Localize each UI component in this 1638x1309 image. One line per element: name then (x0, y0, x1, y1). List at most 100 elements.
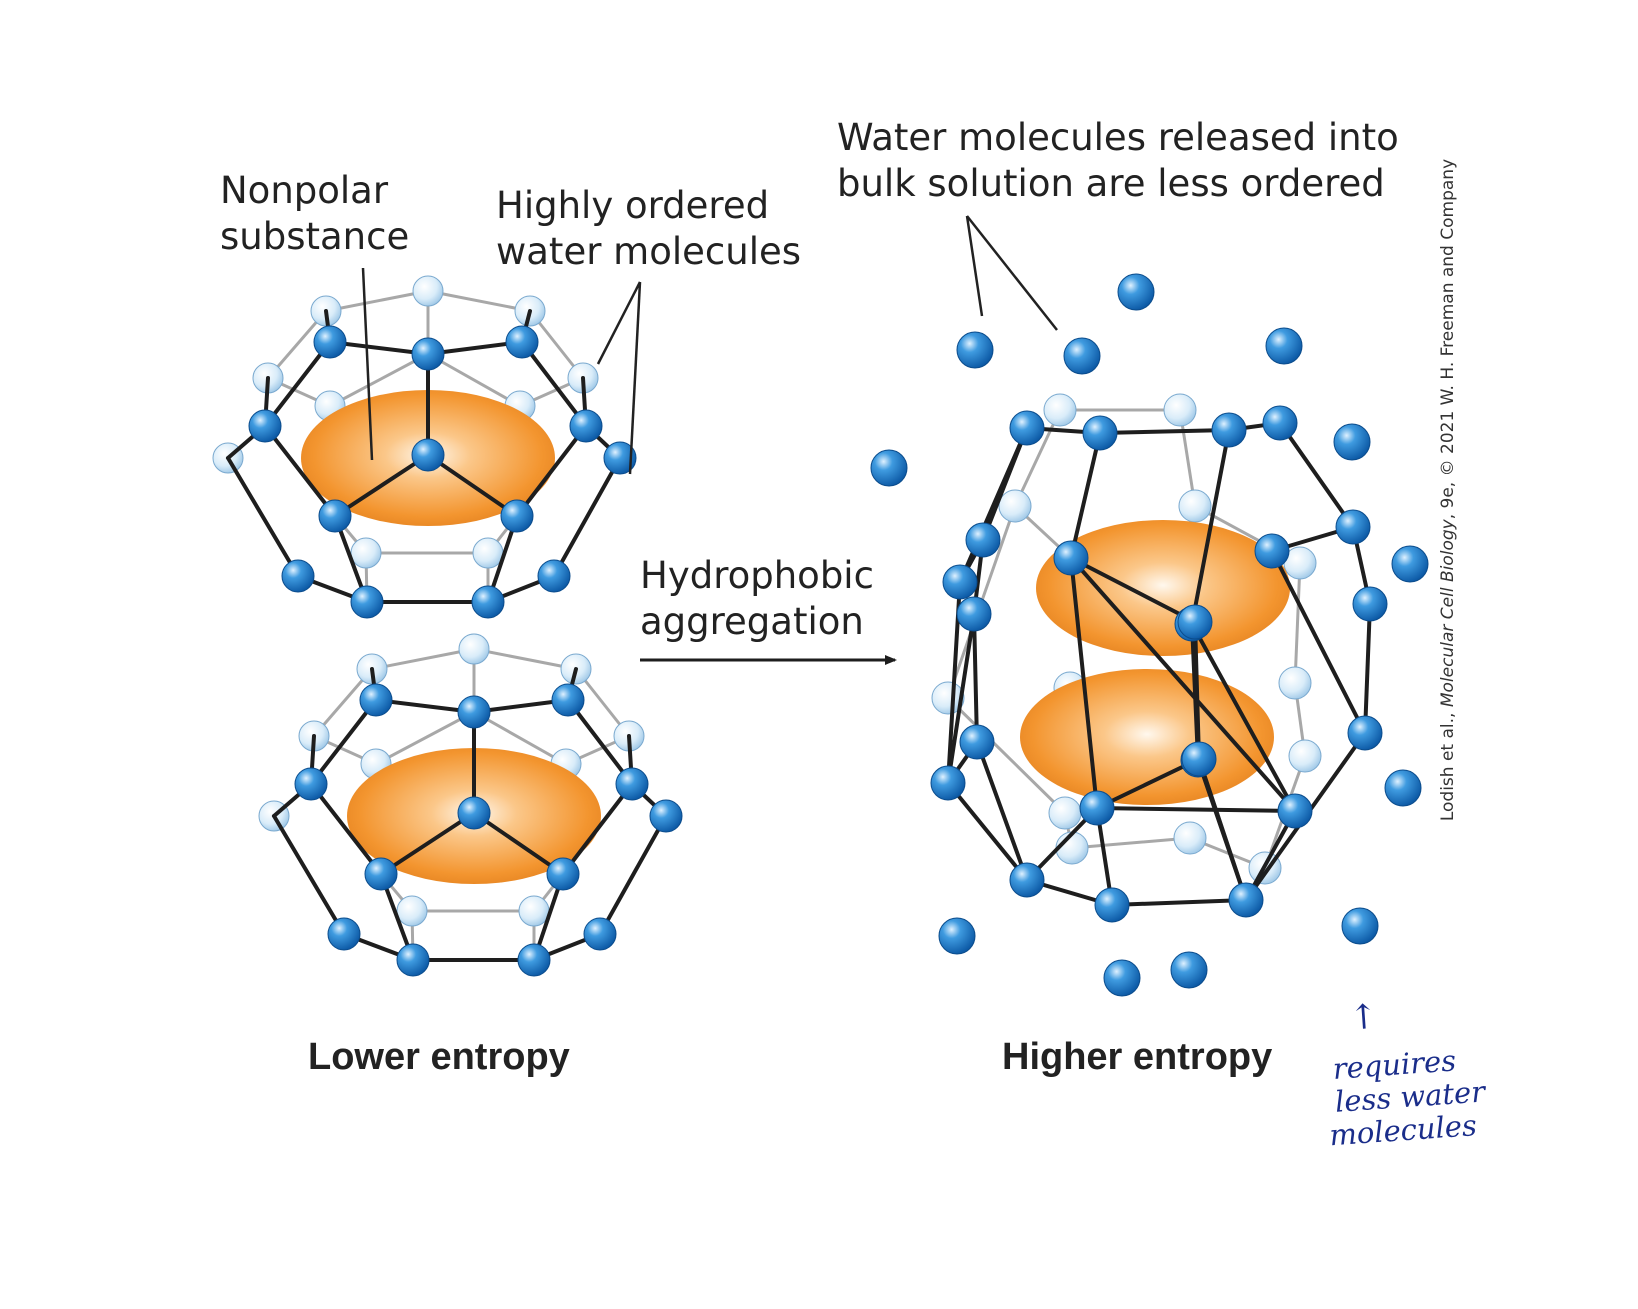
water-molecule (1082, 415, 1118, 451)
free-water-molecule (870, 449, 908, 487)
label-nonpolar-substance: Nonpolar substance (220, 168, 409, 260)
label-line: aggregation (640, 600, 864, 643)
water-molecule (1228, 882, 1264, 918)
hydrogen-bond (1069, 431, 1102, 560)
free-water-molecule (1063, 337, 1101, 375)
back-bond (1013, 408, 1062, 508)
water-molecule (551, 683, 585, 717)
water-molecule-back (412, 275, 444, 307)
water-molecule-back (1178, 489, 1212, 523)
water-molecule (1277, 793, 1313, 829)
hydrogen-bond (309, 698, 378, 786)
water-molecule (537, 559, 571, 593)
water-molecule (471, 585, 505, 619)
water-molecule (965, 522, 1001, 558)
free-water-molecule (956, 331, 994, 369)
nonpolar-substance-blob (1036, 520, 1290, 656)
free-water-molecule (1265, 327, 1303, 365)
hydrogen-bond (1190, 622, 1297, 813)
hydrogen-bond (946, 781, 1029, 882)
back-bond (426, 352, 522, 408)
hydrogen-bond (1270, 549, 1367, 735)
label-highly-ordered-water: Highly ordered water molecules (496, 183, 801, 275)
label-line: Water molecules released into (837, 116, 1399, 159)
water-molecule (1079, 790, 1115, 826)
hydrogen-bond (309, 782, 383, 876)
water-molecule (294, 767, 328, 801)
water-molecule-back (518, 895, 550, 927)
water-molecule (396, 943, 430, 977)
water-molecule (457, 796, 491, 830)
water-molecule (930, 765, 966, 801)
water-molecule (649, 799, 683, 833)
water-molecule (569, 409, 603, 443)
hydrogen-bond (515, 424, 588, 518)
water-molecule (942, 564, 978, 600)
free-water-molecule (1384, 769, 1422, 807)
hydrogen-bond (226, 456, 300, 578)
back-bond (472, 710, 568, 766)
free-water-molecule (1103, 959, 1141, 997)
hydrogen-bond (598, 814, 668, 936)
back-bond (324, 289, 430, 313)
water-molecule (1335, 509, 1371, 545)
hydrogen-bond (379, 811, 476, 876)
water-molecule-back (472, 537, 504, 569)
hydrogen-bond (1069, 556, 1099, 810)
hydrogen-bond (1197, 757, 1248, 902)
leader-line (966, 215, 1058, 331)
credit-prefix: Lodish et al., (1438, 707, 1458, 822)
hydrogen-bond (946, 612, 976, 785)
water-molecule (1094, 887, 1130, 923)
water-molecule (1211, 412, 1247, 448)
label-line: Highly ordered (496, 184, 770, 227)
water-molecule (1254, 533, 1290, 569)
water-molecule (1177, 604, 1213, 640)
back-bond (374, 710, 476, 766)
water-molecule (1352, 586, 1388, 622)
label-hydrophobic-aggregation: Hydrophobic aggregation (640, 553, 874, 645)
free-water-molecule (1170, 951, 1208, 989)
label-line: water molecules (496, 230, 802, 273)
hydrogen-bond (1069, 556, 1197, 624)
hydrogen-bond (1098, 428, 1231, 435)
water-molecule (583, 917, 617, 951)
water-molecule-back (1288, 739, 1322, 773)
water-molecule (603, 441, 637, 475)
water-molecule (359, 683, 393, 717)
back-bond (1293, 561, 1302, 685)
hydrogen-bond (1193, 620, 1201, 761)
credit-title: Molecular Cell Biology (1438, 519, 1458, 708)
water-molecule (313, 325, 347, 359)
water-molecule (1009, 862, 1045, 898)
label-line: Nonpolar (220, 169, 389, 212)
hydrogen-bond (1095, 757, 1201, 810)
water-molecule (1262, 405, 1298, 441)
water-molecule (411, 337, 445, 371)
label-line: bulk solution are less ordered (837, 162, 1385, 205)
water-molecule (517, 943, 551, 977)
water-molecule-back (350, 537, 382, 569)
free-water-molecule (1341, 907, 1379, 945)
credit-line: Lodish et al., Molecular Cell Biology, 9… (1438, 120, 1458, 860)
water-molecule-back (1048, 796, 1082, 830)
water-molecule-back (998, 489, 1032, 523)
hydrogen-bond (1095, 806, 1297, 813)
water-molecule (1181, 741, 1217, 777)
free-water-molecule (1391, 545, 1429, 583)
label-higher-entropy: Higher entropy (1002, 1036, 1273, 1078)
water-molecule (1053, 540, 1089, 576)
hydrogen-bond (426, 453, 519, 518)
water-molecule (411, 438, 445, 472)
back-bond (426, 289, 532, 313)
water-molecule (281, 559, 315, 593)
hydrogen-bond (1110, 898, 1248, 907)
water-molecule-back (396, 895, 428, 927)
hydrogen-bond (552, 456, 622, 578)
hydrogen-bond (263, 424, 337, 518)
back-bond (472, 647, 578, 671)
label-released-water: Water molecules released into bulk solut… (837, 115, 1399, 207)
hydrogen-bond (975, 740, 1029, 882)
